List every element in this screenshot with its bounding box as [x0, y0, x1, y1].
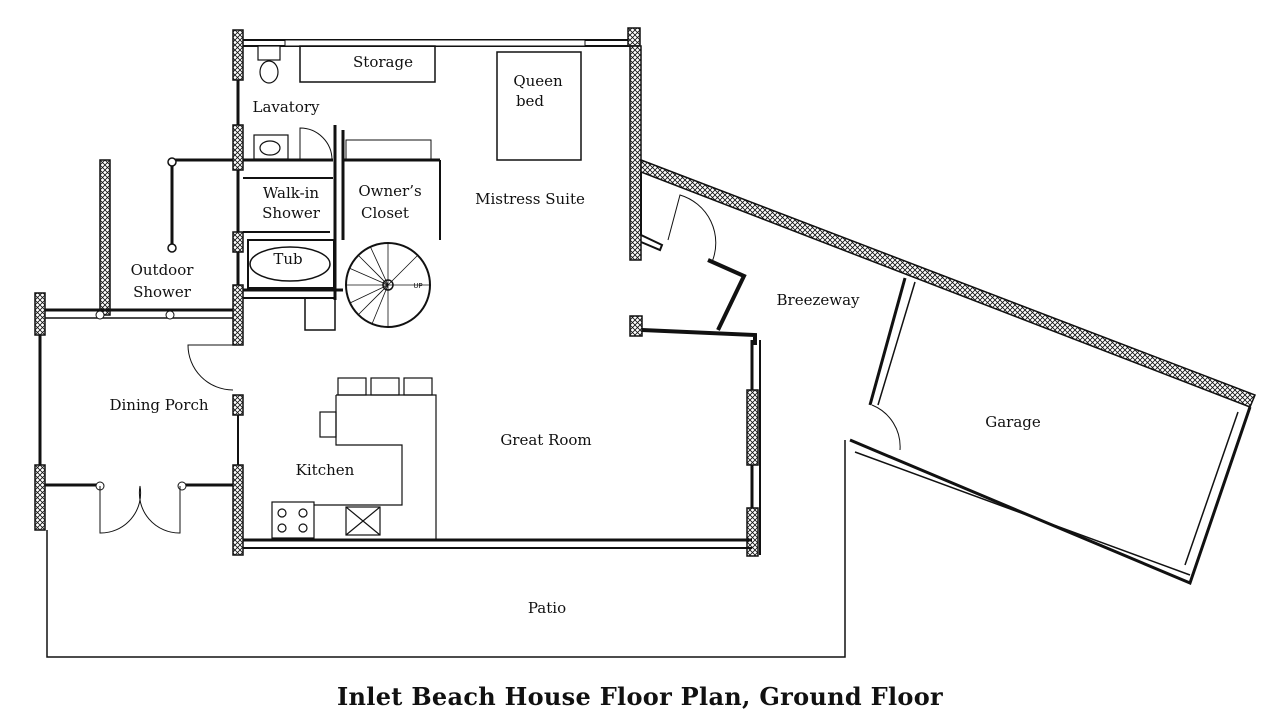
garage-label: Garage: [985, 413, 1041, 431]
outdoor-shower-walls: [99, 157, 233, 316]
lavatory-label: Lavatory: [252, 98, 320, 116]
sink-icon: [253, 134, 289, 160]
queen-bed: [496, 51, 582, 161]
patio-outline: [46, 440, 846, 658]
toilet-icon: [257, 45, 281, 84]
breezeway-label: Breezeway: [777, 291, 861, 309]
tub-label: Tub: [273, 250, 302, 268]
spiral-stair-icon: [345, 242, 431, 328]
outdoor-shower-label-1: Outdoor: [131, 261, 195, 279]
owners-closet-label-1: Owner’s: [358, 182, 421, 200]
outdoor-shower-label-2: Shower: [133, 283, 192, 301]
stair-up-label: UP: [413, 282, 422, 290]
porch-door-swing: [187, 344, 234, 391]
dining-porch-railing: [34, 292, 233, 531]
queen-bed-label-2: bed: [516, 92, 544, 110]
stove-icon: [271, 501, 315, 539]
breezeway-door-swing: [667, 194, 717, 263]
porch-french-doors: [99, 485, 181, 534]
mistress-suite-label: Mistress Suite: [475, 190, 585, 208]
walkin-shower-label-1: Walk-in: [263, 184, 320, 202]
walkin-shower-label-2: Shower: [262, 204, 321, 222]
queen-bed-label-1: Queen: [513, 72, 563, 90]
patio-label: Patio: [528, 599, 566, 617]
owners-closet-label-2: Closet: [361, 204, 409, 222]
bathtub-icon: [247, 239, 335, 289]
great-room-label: Great Room: [500, 431, 591, 449]
floor-plan: UP: [34, 27, 1256, 658]
lavatory-door-swing: [299, 127, 333, 161]
main-house-walls: [232, 27, 761, 557]
kitchen-sink-icon: [345, 506, 381, 536]
garage-walls: [640, 158, 1256, 586]
dining-porch-label: Dining Porch: [109, 396, 208, 414]
garage-door-swing: [871, 404, 901, 451]
kitchen-island: [272, 377, 437, 540]
kitchen-label: Kitchen: [296, 461, 355, 479]
storage-label: Storage: [353, 53, 413, 71]
plan-title: Inlet Beach House Floor Plan, Ground Flo…: [337, 682, 943, 711]
